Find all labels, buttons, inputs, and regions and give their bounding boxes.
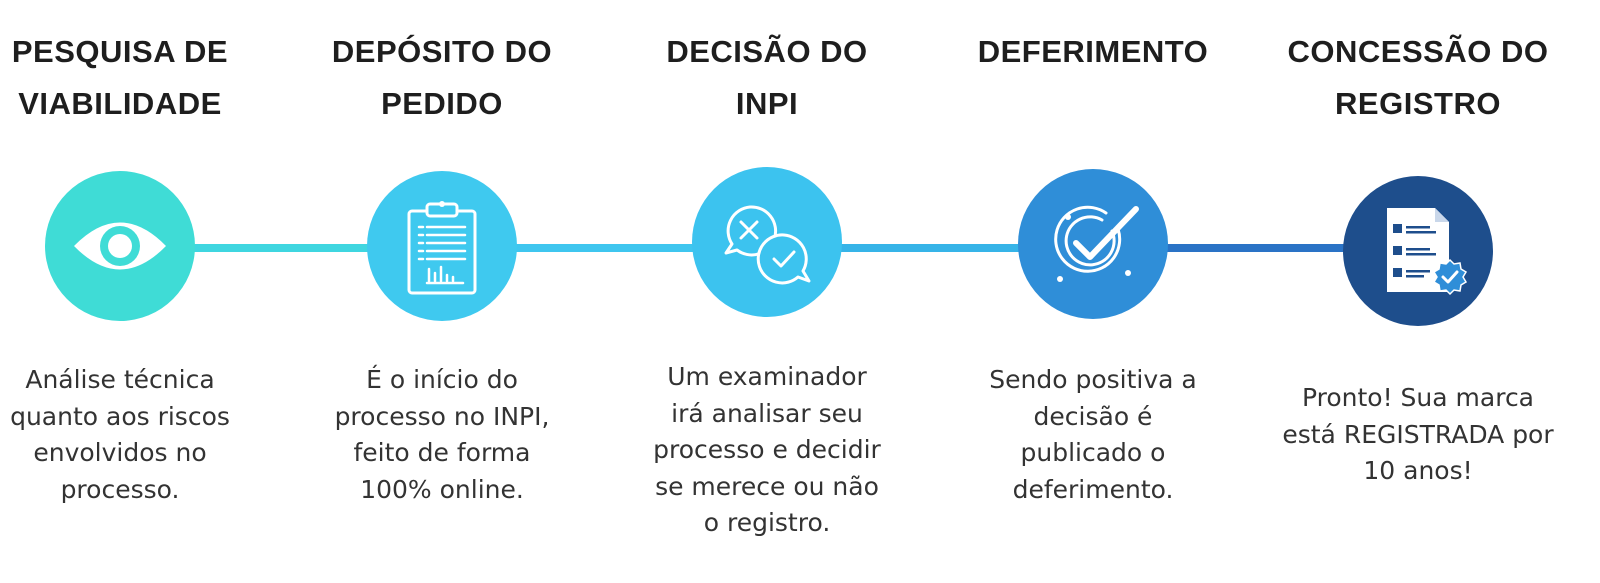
step-title: DEPÓSITO DO PEDIDO (292, 26, 592, 130)
step-pesquisa-de-viabilidade: PESQUISA DE VIABILIDADE Análise técnica … (0, 0, 270, 583)
step-title-line: DEFERIMENTO (977, 34, 1209, 69)
step-description-line: se merece ou não (655, 471, 879, 501)
step-title-line: PEDIDO (381, 86, 503, 121)
step-title-line: DECISÃO DO (666, 34, 868, 69)
step-description-line: processo no INPI, (334, 401, 550, 431)
connector-4-5 (1160, 244, 1350, 252)
step-description: Um examinador irá analisar seu processo … (617, 359, 917, 542)
step-description-line: processo e decidir (653, 435, 881, 464)
step-description-line: 10 anos! (1363, 456, 1473, 485)
step-description-line: processo. (60, 474, 180, 504)
step-description-line: irá analisar seu (671, 398, 863, 428)
step-description-line: quanto aos riscos (10, 401, 230, 431)
step-circle (692, 167, 842, 317)
step-description: Pronto! Sua marca está REGISTRADA por 10… (1268, 380, 1568, 490)
connector-1-2 (190, 244, 370, 252)
step-description-line: Análise técnica (25, 365, 215, 394)
step-title: DECISÃO DO INPI (617, 26, 917, 130)
approved-check-icon (1054, 205, 1139, 282)
step-title: DEFERIMENTO (943, 26, 1243, 78)
step-description-line: envolvidos no (33, 438, 207, 467)
step-description: Sendo positiva a decisão é publicado o d… (943, 362, 1243, 508)
step-title-line: CONCESSÃO DO (1287, 34, 1549, 69)
step-description-line: Sendo positiva a (989, 365, 1197, 394)
step-title-line: REGISTRO (1335, 86, 1501, 121)
step-description-line: está REGISTRADA por (1282, 419, 1554, 449)
step-circle (1343, 176, 1493, 326)
step-description: Análise técnica quanto aos riscos envolv… (0, 362, 270, 508)
step-concessao-do-registro: CONCESSÃO DO REGISTRO Pronto! Sua marca … (1268, 0, 1568, 583)
step-description-line: o registro. (703, 508, 831, 537)
step-description-line: deferimento. (1012, 474, 1174, 504)
step-description-line: feito de forma (353, 438, 531, 467)
step-description-line: Um examinador (667, 362, 867, 391)
step-description-line: publicado o (1020, 438, 1166, 467)
step-description-line: É o início do (366, 365, 518, 394)
certified-document-icon (1387, 208, 1468, 296)
step-description-line: 100% online. (360, 474, 524, 504)
step-title-line: INPI (735, 86, 799, 121)
step-circle (367, 171, 517, 321)
clipboard-icon (407, 201, 477, 295)
step-title: CONCESSÃO DO REGISTRO (1268, 26, 1568, 130)
connector-2-3 (510, 244, 700, 252)
connector-3-4 (835, 244, 1025, 252)
step-title: PESQUISA DE VIABILIDADE (0, 26, 270, 130)
eye-icon (74, 222, 166, 270)
step-title-line: PESQUISA DE (11, 34, 229, 69)
step-circle (45, 171, 195, 321)
step-decisao-do-inpi: DECISÃO DO INPI Um examinador irá analis… (617, 0, 917, 583)
step-description: É o início do processo no INPI, feito de… (292, 362, 592, 508)
step-circle (1018, 169, 1168, 319)
step-title-line: VIABILIDADE (18, 86, 222, 121)
decision-bubbles-icon (724, 205, 811, 285)
step-deposito-do-pedido: DEPÓSITO DO PEDIDO É o início do (292, 0, 592, 583)
step-deferimento: DEFERIMENTO Sendo positiva a decisão é p… (943, 0, 1243, 583)
step-description-line: Pronto! Sua marca (1301, 383, 1535, 412)
step-description-line: decisão é (1033, 401, 1153, 431)
step-title-line: DEPÓSITO DO (331, 34, 553, 69)
